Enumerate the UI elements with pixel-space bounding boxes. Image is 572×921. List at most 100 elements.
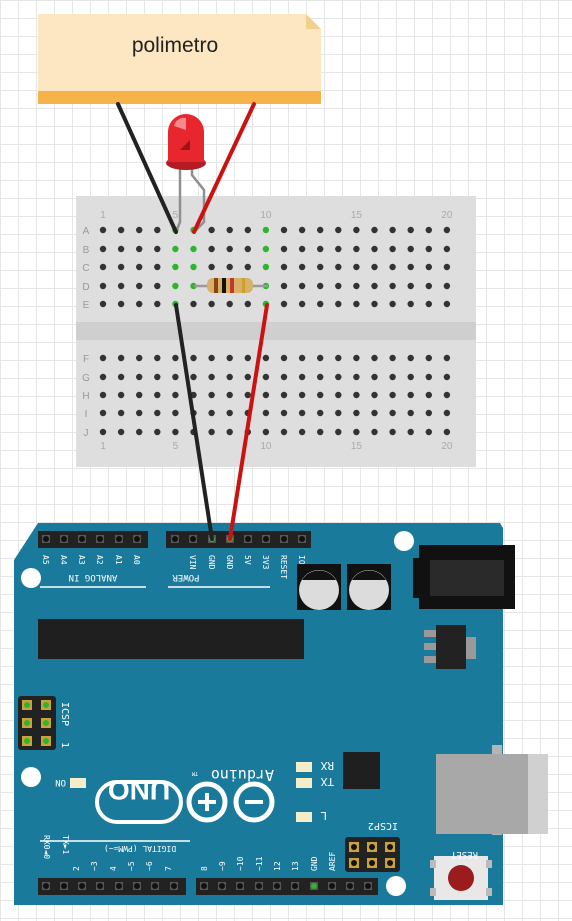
header-pin[interactable] (329, 883, 335, 889)
header-pin[interactable] (43, 883, 49, 889)
mounting-hole (21, 568, 41, 588)
pin-label: RESET (279, 555, 288, 579)
icsp-label: ICSP (59, 702, 70, 726)
wire-black-gnd[interactable] (174, 303, 214, 541)
header-pin[interactable] (134, 883, 140, 889)
breadboard-hole (317, 226, 324, 234)
breadboard-hole (190, 263, 197, 271)
breadboard-hole (389, 245, 396, 253)
analog-header (38, 531, 148, 548)
pin-label: A4 (59, 555, 68, 565)
wire-red-5v[interactable] (228, 303, 269, 541)
usb-chip (343, 752, 380, 789)
breadboard-hole (172, 428, 179, 436)
breadboard-hole (208, 300, 215, 308)
breadboard-hole (280, 354, 288, 362)
breadboard-hole (443, 409, 451, 417)
header-pin[interactable] (116, 536, 122, 542)
breadboard-hole (443, 226, 451, 234)
breadboard-hole (407, 226, 414, 234)
header-pin[interactable] (201, 883, 207, 889)
breadboard-hole (99, 263, 107, 271)
header-pin[interactable] (281, 536, 287, 542)
breadboard-hole (172, 391, 179, 399)
header-pin[interactable] (190, 536, 196, 542)
wire-black-top[interactable] (116, 102, 178, 234)
breadboard-hole (353, 409, 360, 417)
header-pin[interactable] (311, 883, 317, 889)
breadboard-hole (117, 391, 125, 399)
pin-label: 12 (273, 861, 282, 871)
header-pin[interactable] (43, 536, 49, 542)
breadboard-hole (335, 391, 342, 399)
header-pin[interactable] (171, 883, 177, 889)
breadboard-hole (335, 409, 342, 417)
header-pin[interactable] (134, 536, 140, 542)
header-pin[interactable] (263, 536, 269, 542)
row-label: G (82, 373, 90, 384)
header-pin[interactable] (274, 883, 280, 889)
mounting-hole (21, 767, 41, 787)
header-pin[interactable] (97, 536, 103, 542)
breadboard-hole (335, 263, 342, 271)
pin-label: 4 (109, 866, 118, 871)
header-pin[interactable] (365, 883, 371, 889)
reset-button[interactable] (430, 856, 492, 900)
header-pin[interactable] (97, 883, 103, 889)
breadboard-hole (136, 409, 143, 417)
breadboard-hole (425, 391, 432, 399)
breadboard-hole (407, 263, 414, 271)
breadboard-hole (136, 373, 143, 381)
breadboard-hole (136, 245, 143, 253)
header-pin[interactable] (256, 883, 262, 889)
breadboard-hole (353, 226, 360, 234)
header-pin[interactable] (245, 536, 251, 542)
polimetro-note[interactable]: polimetro (38, 14, 321, 104)
header-pin[interactable] (61, 536, 67, 542)
on-led (70, 778, 86, 788)
header-pin[interactable] (299, 536, 305, 542)
breadboard-hole (136, 428, 143, 436)
header-pin[interactable] (152, 883, 158, 889)
header-pin[interactable] (79, 536, 85, 542)
header-pin[interactable] (79, 883, 85, 889)
resistor[interactable] (194, 278, 268, 293)
breadboard-hole (280, 245, 288, 253)
breadboard-hole (298, 282, 306, 290)
led-red[interactable] (166, 114, 206, 233)
breadboard-hole (117, 245, 125, 253)
breadboard-hole (99, 428, 107, 436)
breadboard-hole (407, 409, 414, 417)
pin-label: ~11 (255, 856, 264, 871)
breadboard-hole (389, 391, 396, 399)
header-pin[interactable] (61, 883, 67, 889)
breadboard-hole (154, 354, 161, 362)
breadboard-hole (335, 282, 342, 290)
breadboard-hole (190, 354, 197, 362)
header-pin[interactable] (292, 883, 298, 889)
header-pin[interactable] (347, 883, 353, 889)
breadboard-hole (443, 245, 451, 253)
pin-label: 5V (243, 555, 252, 565)
wire-red-top[interactable] (192, 102, 256, 234)
column-label: 15 (351, 441, 363, 452)
icsp2-label: ICSP2 (368, 820, 398, 831)
breadboard-hole (244, 263, 251, 271)
breadboard-hole (208, 428, 215, 436)
mounting-hole (386, 876, 406, 896)
header-pin[interactable] (116, 883, 122, 889)
infinity-logo (186, 781, 275, 823)
breadboard-hole (262, 409, 270, 417)
header-pin[interactable] (219, 883, 225, 889)
breadboard-hole (298, 226, 306, 234)
breadboard-hole (226, 300, 233, 308)
breadboard-hole (371, 409, 378, 417)
header-pin[interactable] (237, 883, 243, 889)
breadboard-hole (262, 373, 270, 381)
breadboard-hole (136, 354, 143, 362)
header-pin[interactable] (172, 536, 178, 542)
